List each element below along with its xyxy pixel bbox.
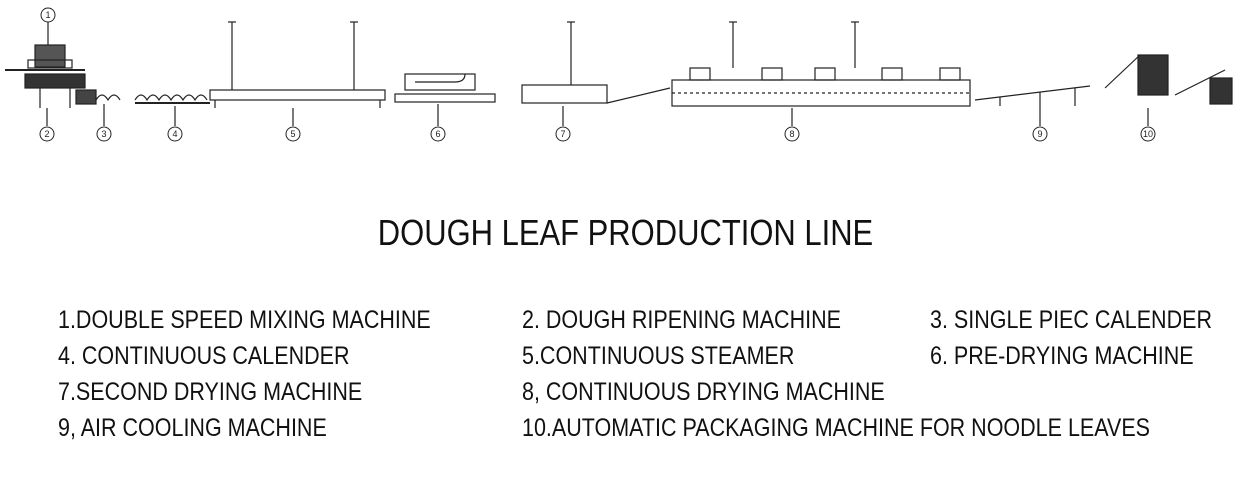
production-line-diagram: 1 2 3 4 5 6 7 8 9 10: [5, 7, 1233, 142]
callout-label-4: 4: [172, 129, 177, 139]
legend-item-4: 4. CONTINUOUS CALENDER: [58, 342, 350, 370]
machine-2-ripening: [24, 73, 86, 126]
callout-10: 10: [1140, 126, 1156, 142]
callout-8: 8: [784, 126, 800, 142]
machine-6-predryer: [394, 73, 496, 126]
machine-10-packager: [1104, 54, 1233, 126]
callout-2: 2: [39, 126, 55, 142]
legend-item-7: 7.SECOND DRYING MACHINE: [58, 378, 363, 406]
diagram-title: DOUGH LEAF PRODUCTION LINE: [377, 212, 874, 253]
machine-9-cooler: [974, 85, 1091, 126]
legend-item-5: 5.CONTINUOUS STEAMER: [522, 342, 795, 370]
callout-label-10: 10: [1143, 129, 1153, 139]
legend-item-8: 8, CONTINUOUS DRYING MACHINE: [522, 378, 885, 406]
callout-6: 6: [430, 126, 446, 142]
machine-3-calender: [75, 89, 121, 126]
callout-5: 5: [285, 126, 301, 142]
legend-item-2: 2. DOUGH RIPENING MACHINE: [522, 306, 841, 334]
callout-numbers: 1 2 3 4 5 6 7 8 9 10: [39, 7, 1156, 142]
callout-7: 7: [555, 126, 571, 142]
machine-7-dryer: [521, 21, 671, 126]
callout-label-9: 9: [1037, 129, 1042, 139]
machine-4-calender: [134, 94, 210, 126]
machine-8-dryer: [671, 21, 971, 126]
callout-label-3: 3: [101, 129, 106, 139]
callout-label-2: 2: [44, 129, 49, 139]
callout-label-5: 5: [290, 129, 295, 139]
callout-label-6: 6: [435, 129, 440, 139]
callout-4: 4: [167, 126, 183, 142]
callout-label-8: 8: [789, 129, 794, 139]
machine-5-steamer: [209, 21, 386, 126]
legend-item-6: 6. PRE-DRYING MACHINE: [930, 342, 1194, 370]
callout-label-1: 1: [45, 10, 50, 20]
callout-1: 1: [40, 7, 56, 23]
legend-item-3: 3. SINGLE PIEC CALENDER: [930, 306, 1212, 334]
legend-item-10: 10.AUTOMATIC PACKAGING MACHINE FOR NOODL…: [522, 414, 1151, 442]
callout-label-7: 7: [560, 129, 565, 139]
legend-item-9: 9, AIR COOLING MACHINE: [58, 414, 327, 442]
machine-1-mixer: [5, 22, 85, 71]
legend-item-1: 1.DOUBLE SPEED MIXING MACHINE: [58, 306, 431, 334]
callout-9: 9: [1032, 126, 1048, 142]
callout-3: 3: [96, 126, 112, 142]
